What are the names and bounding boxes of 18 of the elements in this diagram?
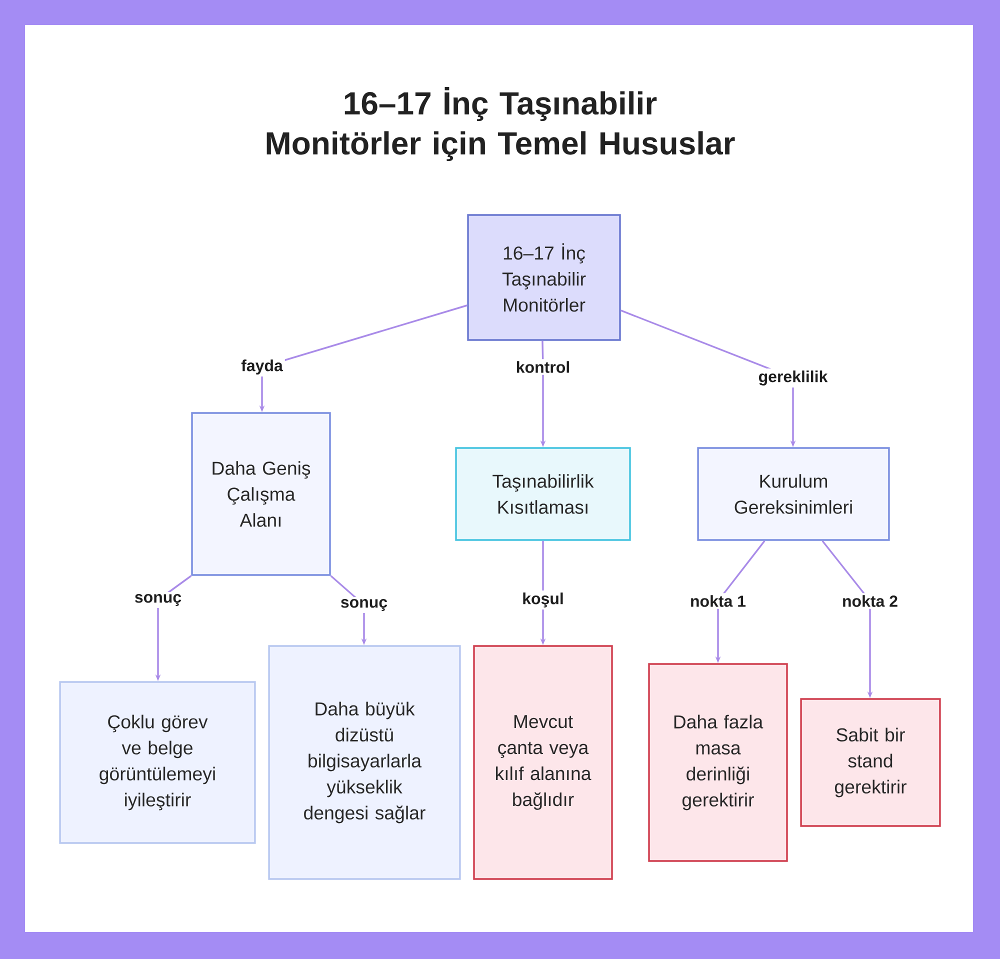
edge-label: kontrol	[514, 359, 572, 375]
box: Taşınabilirlik Kısıtlaması	[455, 447, 631, 541]
edge-label: nokta 2	[840, 593, 900, 609]
box: Çoklu görev ve belge görüntülemeyi iyileştirir	[59, 681, 256, 844]
edge-label: gereklilik	[756, 368, 830, 388]
box: 16–17 İnç Taşınabilir Monitörler	[467, 214, 621, 341]
edge-label: fayda	[239, 358, 285, 376]
edge-label: sonuç	[132, 592, 184, 608]
box: Daha Geniş Çalışma Alanı	[191, 412, 331, 576]
edge-label: nokta 1	[688, 593, 748, 609]
edge-label: koşul	[520, 590, 566, 610]
edge-label: sonuç	[338, 597, 390, 613]
box: Mevcut çanta veya kılıf alanına bağlıdır	[473, 645, 613, 880]
box: Sabit bir stand gerektirir	[800, 698, 941, 827]
box: Kurulum Gereksinimleri	[697, 447, 890, 541]
title: 16–17 İnç Taşınabilir Monitörler için Temel Hususlar	[266, 86, 735, 162]
box: Daha büyük dizüstü bilgisayarlarla yükseklik dengesi sağlar	[268, 645, 461, 880]
box: Daha fazla masa derinliği gerektirir	[648, 663, 788, 862]
